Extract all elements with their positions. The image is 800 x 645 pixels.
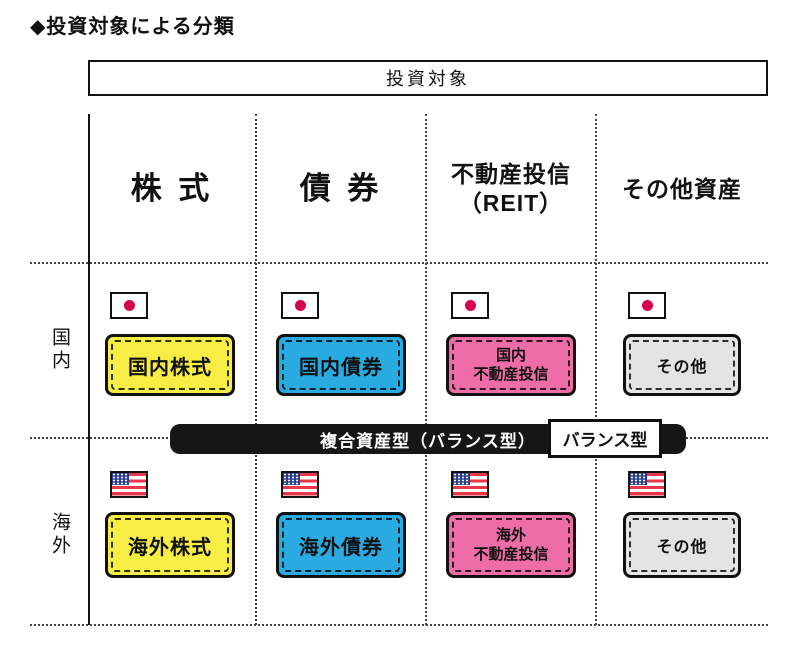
column-header-reit: 不動産投信 （REIT） [451,161,571,216]
grid-bottom-border [30,624,768,626]
badge-domestic-other: その他 [623,334,741,396]
badge-label: 国内株式 [128,356,212,379]
japan-flag-icon [110,292,148,319]
column-header-stocks: 株 式 [130,170,214,206]
badge-label: 国内 不動産投信 [473,346,549,384]
cell-overseas-reit: 海外 不動産投信 [446,471,576,578]
usa-flag-icon [451,471,489,498]
usa-flag-icon [628,471,666,498]
badge-domestic-stocks: 国内株式 [105,334,235,396]
badge-overseas-stocks: 海外株式 [105,512,235,578]
badge-label: 海外債券 [299,536,383,559]
grid-left-border [88,114,90,625]
usa-flag-icon [281,471,319,498]
japan-flag-icon [281,292,319,319]
badge-overseas-reit: 海外 不動産投信 [446,512,576,578]
cell-domestic-stocks: 国内株式 [105,292,235,396]
balance-bar-label: 複合資産型（バランス型） [320,431,536,451]
grid-col-divider-1 [255,114,257,625]
usa-flag-icon [110,471,148,498]
page-title: ◆投資対象による分類 [30,16,235,38]
badge-domestic-bonds: 国内債券 [276,334,406,396]
cell-domestic-bonds: 国内債券 [276,292,406,396]
japan-flag-icon [628,292,666,319]
japan-flag-icon [451,292,489,319]
row-label-overseas: 海外 [49,512,70,558]
grid-col-divider-3 [595,114,597,625]
badge-overseas-other: その他 [623,512,741,578]
cell-domestic-other: その他 [623,292,741,396]
badge-label: その他 [656,359,708,376]
table-header-label: 投資対象 [386,69,470,89]
badge-label: 海外 不動産投信 [473,526,549,564]
column-header-other-assets: その他資産 [622,175,742,202]
table-header-box: 投資対象 [88,60,768,96]
column-header-bonds: 債 券 [299,170,383,206]
badge-domestic-reit: 国内 不動産投信 [446,334,576,396]
cell-overseas-bonds: 海外債券 [276,471,406,578]
grid-row-divider-1 [30,262,768,264]
row-label-domestic: 国内 [49,327,70,373]
balance-tag: バランス型 [548,419,662,458]
cell-domestic-reit: 国内 不動産投信 [446,292,576,396]
badge-label: その他 [656,539,708,556]
grid-col-divider-2 [425,114,427,625]
cell-overseas-other: その他 [623,471,741,578]
badge-label: 海外株式 [128,536,212,559]
cell-overseas-stocks: 海外株式 [105,471,235,578]
badge-label: 国内債券 [299,356,383,379]
badge-overseas-bonds: 海外債券 [276,512,406,578]
balance-tag-label: バランス型 [562,431,648,450]
